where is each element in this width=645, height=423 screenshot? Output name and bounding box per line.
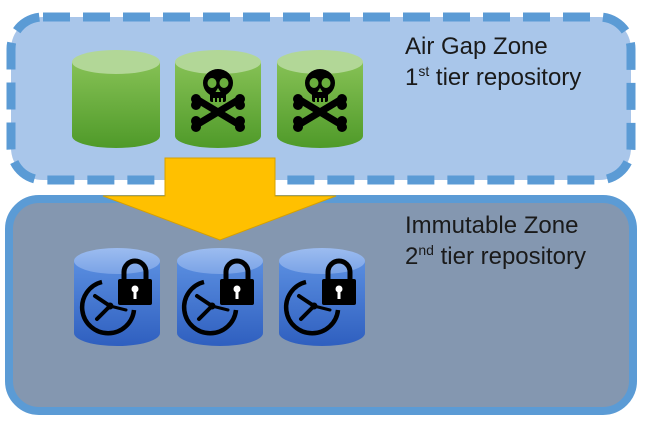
immutable-zone-label: Immutable Zone 2nd tier repository [405, 210, 586, 272]
immutable-repository-3 [279, 248, 365, 346]
air-gap-zone-title: Air Gap Zone [405, 33, 548, 60]
immutable-repository-2 [177, 248, 263, 346]
immutable-zone-subtitle: 2nd tier repository [405, 242, 586, 270]
immutable-zone-title: Immutable Zone [405, 212, 579, 239]
air-gap-zone-subtitle: 1st tier repository [405, 63, 582, 91]
air-gap-repository-2 [175, 50, 261, 148]
air-gap-zone-label: Air Gap Zone 1st tier repository [405, 31, 581, 93]
green-cylinder-icon [72, 50, 160, 148]
air-gap-repository-1 [72, 50, 160, 148]
air-gap-repository-3 [277, 50, 363, 148]
immutable-repository-1 [74, 248, 160, 346]
down-arrow-icon [102, 157, 337, 241]
